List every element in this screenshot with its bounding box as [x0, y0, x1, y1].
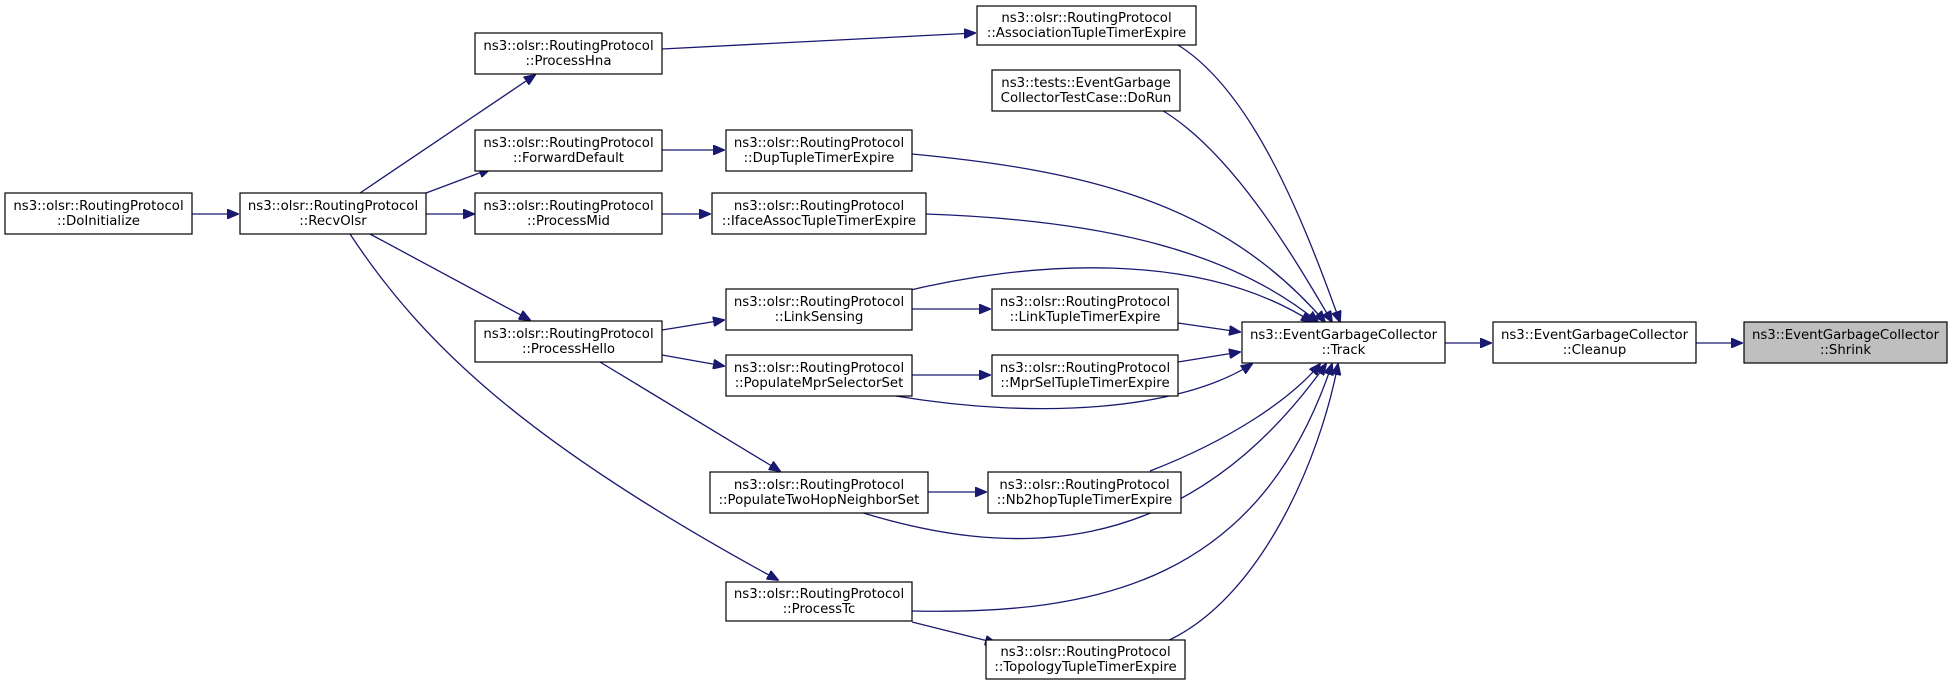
node-processtc-line1: ns3::olsr::RoutingProtocol [734, 587, 904, 602]
node-dup-tuple-timer-expire[interactable]: ns3::olsr::RoutingProtocol ::DupTupleTim… [725, 129, 913, 172]
edge-pop2hop-to-track [859, 364, 1326, 540]
node-doinitialize-line2: ::DoInitialize [57, 214, 140, 229]
edge-processhello-to-linksensing [661, 320, 724, 331]
node-shrink-line2: ::Shrink [1820, 343, 1871, 358]
node-cleanup-line2: ::Cleanup [1563, 343, 1627, 358]
node-processmid-line2: ::ProcessMid [527, 214, 610, 229]
node-shrink-line1: ns3::EventGarbageCollector [1752, 328, 1940, 343]
node-linksensing-line2: ::LinkSensing [775, 310, 864, 325]
node-linktuple-line1: ns3::olsr::RoutingProtocol [1000, 295, 1170, 310]
edge-iface-to-track [925, 213, 1318, 322]
node-forwarddefault-line2: ::ForwardDefault [513, 151, 624, 166]
node-linksensing[interactable]: ns3::olsr::RoutingProtocol ::LinkSensing [725, 288, 913, 331]
edge-nb2hop-to-track [1149, 364, 1320, 472]
edge-processhna-to-assoc [661, 33, 975, 50]
edge-processtc-to-topology [911, 621, 996, 643]
node-forwarddefault-line1: ns3::olsr::RoutingProtocol [483, 136, 653, 151]
node-assoc-line1: ns3::olsr::RoutingProtocol [1001, 11, 1171, 26]
node-mprsel-line1: ns3::olsr::RoutingProtocol [1000, 361, 1170, 376]
node-doinitialize[interactable]: ns3::olsr::RoutingProtocol ::DoInitializ… [4, 192, 193, 235]
node-cleanup-line1: ns3::EventGarbageCollector [1501, 328, 1689, 343]
edge-test-to-track [1159, 108, 1332, 322]
node-processhello[interactable]: ns3::olsr::RoutingProtocol ::ProcessHell… [474, 320, 663, 363]
node-linksensing-line1: ns3::olsr::RoutingProtocol [734, 295, 904, 310]
node-populate-mpr-selector-set[interactable]: ns3::olsr::RoutingProtocol ::PopulateMpr… [725, 354, 913, 397]
node-processhna[interactable]: ns3::olsr::RoutingProtocol ::ProcessHna [474, 32, 663, 75]
edge-mprsel-to-track [1177, 352, 1240, 363]
edge-dup-to-track [911, 153, 1325, 322]
edge-processhello-to-pop2hop [599, 361, 780, 471]
node-nb2hop-line1: ns3::olsr::RoutingProtocol [999, 478, 1169, 493]
node-test-line2: CollectorTestCase::DoRun [1001, 91, 1172, 106]
node-processhna-line1: ns3::olsr::RoutingProtocol [483, 39, 653, 54]
node-shrink[interactable]: ns3::EventGarbageCollector ::Shrink [1743, 321, 1948, 364]
node-track-line1: ns3::EventGarbageCollector [1250, 328, 1438, 343]
node-recvolsr-line1: ns3::olsr::RoutingProtocol [248, 199, 418, 214]
node-processtc-line2: ::ProcessTc [783, 602, 856, 617]
edge-processhello-to-popmpr [661, 354, 724, 366]
node-popmpr-line2: ::PopulateMprSelectorSet [735, 376, 904, 391]
node-processhna-line2: ::ProcessHna [526, 54, 612, 69]
edge-linktuple-to-track [1177, 322, 1240, 332]
node-linktuple-line2: ::LinkTupleTimerExpire [1010, 310, 1161, 325]
node-topology-line1: ns3::olsr::RoutingProtocol [1000, 645, 1170, 660]
node-iface-line1: ns3::olsr::RoutingProtocol [734, 199, 904, 214]
node-event-garbage-collector-test-case[interactable]: ns3::tests::EventGarbage CollectorTestCa… [991, 69, 1181, 112]
node-mprsel-line2: ::MprSelTupleTimerExpire [1000, 376, 1169, 391]
node-association-tuple-timer-expire[interactable]: ns3::olsr::RoutingProtocol ::Association… [976, 5, 1197, 46]
node-recvolsr[interactable]: ns3::olsr::RoutingProtocol ::RecvOlsr [239, 192, 427, 235]
node-link-tuple-timer-expire[interactable]: ns3::olsr::RoutingProtocol ::LinkTupleTi… [991, 288, 1179, 331]
edge-processtc-to-track [911, 364, 1332, 612]
edges [192, 33, 1742, 643]
edge-popmpr-to-track [895, 364, 1252, 410]
node-processmid[interactable]: ns3::olsr::RoutingProtocol ::ProcessMid [474, 192, 663, 235]
node-track-line2: ::Track [1322, 343, 1366, 358]
edge-recvolsr-to-processtc [349, 233, 778, 580]
edge-topology-to-track [1164, 364, 1338, 643]
node-test-line1: ns3::tests::EventGarbage [1001, 76, 1170, 91]
node-cleanup[interactable]: ns3::EventGarbageCollector ::Cleanup [1492, 321, 1697, 364]
node-processtc[interactable]: ns3::olsr::RoutingProtocol ::ProcessTc [725, 581, 913, 622]
node-topology-line2: ::TopologyTupleTimerExpire [994, 660, 1176, 675]
node-nb2hop-tuple-timer-expire[interactable]: ns3::olsr::RoutingProtocol ::Nb2hopTuple… [987, 471, 1182, 514]
node-forwarddefault[interactable]: ns3::olsr::RoutingProtocol ::ForwardDefa… [474, 129, 663, 172]
node-mprsel-tuple-timer-expire[interactable]: ns3::olsr::RoutingProtocol ::MprSelTuple… [991, 354, 1179, 397]
node-populate-two-hop-neighbor-set[interactable]: ns3::olsr::RoutingProtocol ::PopulateTwo… [709, 471, 929, 514]
node-iface-assoc-tuple-timer-expire[interactable]: ns3::olsr::RoutingProtocol ::IfaceAssocT… [711, 192, 927, 235]
node-pop2hop-line2: ::PopulateTwoHopNeighborSet [719, 493, 920, 508]
node-iface-line2: ::IfaceAssocTupleTimerExpire [722, 214, 916, 229]
node-nb2hop-line2: ::Nb2hopTupleTimerExpire [997, 493, 1172, 508]
edge-recvolsr-to-forwarddefault [425, 169, 490, 194]
edge-linksensing-to-track [897, 267, 1312, 322]
node-doinitialize-line1: ns3::olsr::RoutingProtocol [13, 199, 183, 214]
node-processhello-line2: ::ProcessHello [522, 342, 615, 357]
edge-recvolsr-to-processhna [359, 75, 535, 194]
node-processmid-line1: ns3::olsr::RoutingProtocol [483, 199, 653, 214]
node-dup-line1: ns3::olsr::RoutingProtocol [734, 136, 904, 151]
node-dup-line2: ::DupTupleTimerExpire [744, 151, 895, 166]
node-topology-tuple-timer-expire[interactable]: ns3::olsr::RoutingProtocol ::TopologyTup… [985, 639, 1186, 680]
node-pop2hop-line1: ns3::olsr::RoutingProtocol [734, 478, 904, 493]
node-track[interactable]: ns3::EventGarbageCollector ::Track [1241, 321, 1446, 364]
node-processhello-line1: ns3::olsr::RoutingProtocol [483, 327, 653, 342]
edge-recvolsr-to-processhello [369, 233, 530, 320]
node-assoc-line2: ::AssociationTupleTimerExpire [987, 26, 1186, 41]
edge-assoc-to-track [1177, 44, 1340, 322]
node-popmpr-line1: ns3::olsr::RoutingProtocol [734, 361, 904, 376]
node-recvolsr-line2: ::RecvOlsr [299, 214, 367, 229]
